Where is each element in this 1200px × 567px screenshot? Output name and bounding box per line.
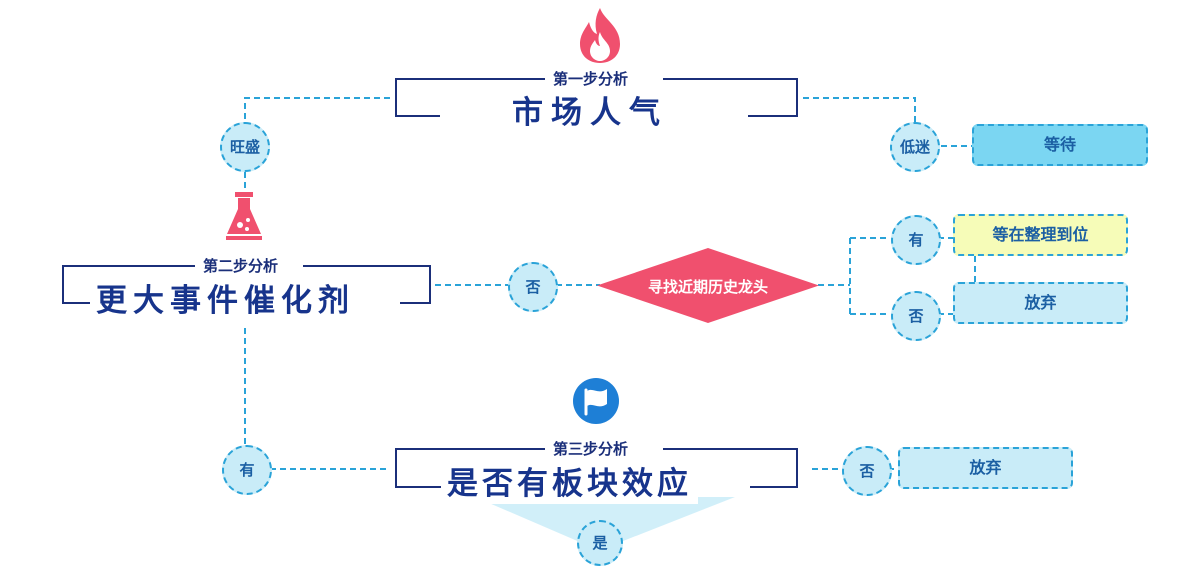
node-dengdai: 等待 xyxy=(972,124,1148,166)
node-fou-right: 否 xyxy=(891,291,941,341)
node-dimi: 低迷 xyxy=(890,122,940,172)
node-shi: 是 xyxy=(577,520,623,566)
node-zhengli: 等在整理到位 xyxy=(953,214,1128,256)
step3-title: 是否有板块效应 xyxy=(441,464,698,504)
node-you-right: 有 xyxy=(891,215,941,265)
step3-label: 第三步分析 xyxy=(545,440,637,458)
node-fangqi-right: 放弃 xyxy=(953,282,1128,324)
flag-icon xyxy=(573,378,619,424)
node-you-left: 有 xyxy=(222,445,272,495)
flask-icon xyxy=(226,192,262,240)
step2-label: 第二步分析 xyxy=(195,257,287,275)
step1-title: 市场人气 xyxy=(506,93,674,133)
flame-icon xyxy=(580,8,620,63)
node-fangqi-step3: 放弃 xyxy=(898,447,1073,489)
diamond-node xyxy=(597,248,819,323)
node-fou-step3: 否 xyxy=(842,446,892,496)
step2-title: 更大事件催化剂 xyxy=(90,281,361,321)
step1-label: 第一步分析 xyxy=(545,70,637,88)
diamond-label: 寻找近期历史龙头 xyxy=(647,278,768,296)
node-fou-step2: 否 xyxy=(508,262,558,312)
node-wangsheng: 旺盛 xyxy=(220,122,270,172)
